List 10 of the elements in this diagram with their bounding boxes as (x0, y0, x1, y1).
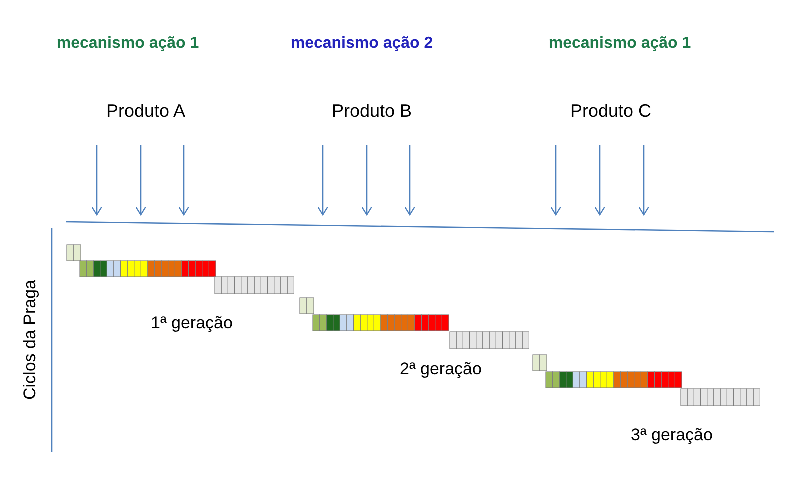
generation-label: 2ª geração (400, 358, 482, 380)
axis-label: Ciclos da Praga (19, 280, 40, 400)
mechanism-label: mecanismo ação 1 (548, 34, 692, 54)
product-label: Produto A (106, 100, 186, 123)
product-label: Produto B (332, 100, 412, 123)
generation-label: 1ª geração (151, 312, 233, 334)
generation-label: 3ª geração (631, 424, 713, 446)
product-label: Produto C (570, 100, 652, 123)
mechanism-label: mecanismo ação 2 (290, 34, 434, 54)
mechanism-label: mecanismo ação 1 (56, 34, 200, 54)
